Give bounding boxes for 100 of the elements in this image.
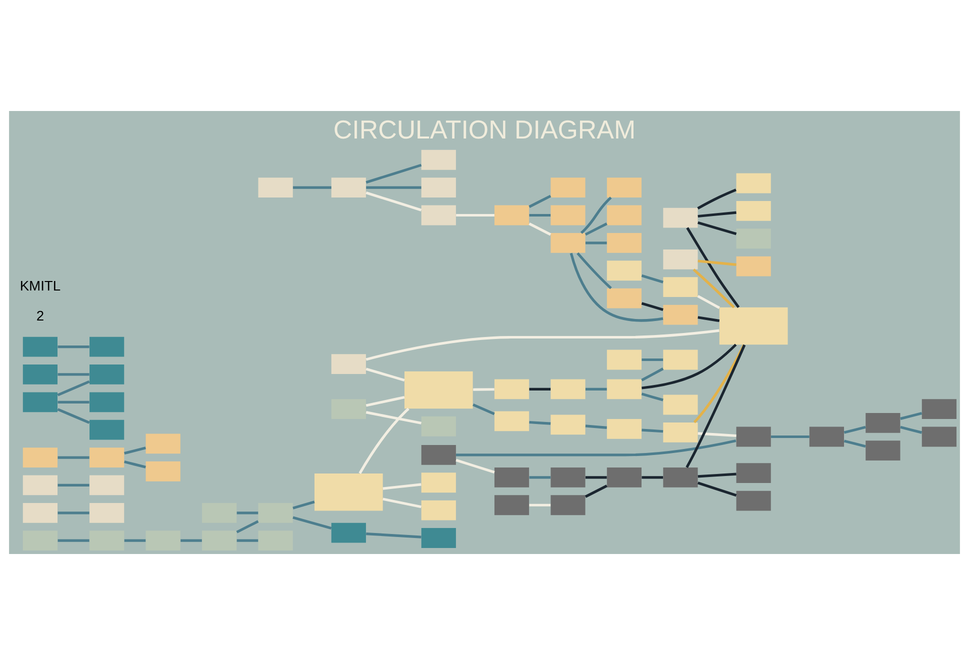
node-box bbox=[866, 412, 900, 432]
node-box bbox=[421, 528, 456, 548]
connector bbox=[584, 222, 608, 236]
connector bbox=[698, 259, 736, 266]
node-box bbox=[421, 472, 456, 492]
node-box bbox=[663, 304, 698, 324]
connector bbox=[641, 367, 664, 381]
connector bbox=[570, 252, 664, 322]
connector bbox=[236, 538, 258, 542]
connector bbox=[528, 222, 552, 236]
connector bbox=[382, 497, 422, 508]
node-box bbox=[258, 177, 293, 198]
node-box bbox=[258, 530, 293, 550]
node-box bbox=[22, 336, 58, 356]
connector bbox=[900, 412, 922, 420]
node-box bbox=[404, 370, 473, 408]
node-box bbox=[606, 418, 642, 438]
node-box bbox=[421, 204, 456, 225]
node-box bbox=[421, 416, 456, 436]
connector bbox=[456, 438, 736, 456]
node-box bbox=[550, 494, 586, 515]
connector bbox=[900, 425, 922, 434]
connector bbox=[641, 274, 664, 283]
node-box bbox=[494, 410, 530, 431]
connector bbox=[58, 483, 90, 486]
node-box bbox=[719, 306, 788, 344]
connector bbox=[697, 294, 720, 308]
node-box bbox=[22, 530, 58, 550]
node-box bbox=[606, 260, 642, 280]
node-box bbox=[606, 177, 642, 198]
node-box bbox=[550, 177, 586, 198]
node-box bbox=[550, 204, 586, 225]
connector bbox=[124, 446, 146, 454]
connector bbox=[698, 481, 737, 496]
node-box bbox=[22, 502, 58, 522]
node-box bbox=[663, 422, 698, 442]
connector bbox=[366, 186, 422, 188]
node-box bbox=[606, 232, 642, 252]
node-box bbox=[809, 426, 844, 446]
connector bbox=[584, 484, 608, 498]
connector bbox=[236, 520, 259, 533]
node-box bbox=[90, 392, 124, 412]
connector bbox=[58, 344, 90, 348]
node-box bbox=[550, 378, 586, 399]
connector bbox=[57, 380, 90, 396]
node-box bbox=[90, 364, 124, 384]
node-box bbox=[736, 490, 771, 510]
connector bbox=[58, 372, 90, 376]
node-box bbox=[736, 256, 771, 276]
connector bbox=[697, 188, 736, 209]
connector bbox=[529, 476, 551, 478]
node-box bbox=[663, 349, 698, 370]
node-box bbox=[550, 414, 586, 434]
node-box bbox=[736, 200, 771, 220]
connector bbox=[692, 268, 735, 308]
node-box bbox=[90, 474, 124, 495]
node-box bbox=[331, 522, 366, 542]
connector bbox=[844, 425, 866, 434]
connector bbox=[366, 367, 405, 381]
node-box bbox=[202, 530, 237, 550]
node-box bbox=[922, 398, 956, 419]
diagram-title: CIRCULATION DIAGRAM bbox=[333, 116, 636, 144]
connector bbox=[642, 358, 664, 361]
node-box bbox=[331, 354, 366, 374]
connector bbox=[586, 387, 607, 390]
connector bbox=[292, 186, 332, 188]
node-box bbox=[736, 228, 771, 248]
connector bbox=[529, 420, 551, 424]
connector bbox=[686, 344, 746, 468]
node-box bbox=[258, 502, 293, 522]
label: 2 bbox=[36, 307, 44, 324]
node-box bbox=[663, 276, 698, 297]
node-box bbox=[606, 349, 642, 370]
connector bbox=[698, 432, 736, 437]
connector bbox=[58, 456, 90, 458]
node-box bbox=[22, 474, 58, 495]
connector bbox=[236, 511, 258, 514]
connector bbox=[124, 538, 146, 542]
node-box bbox=[421, 149, 456, 170]
node-box bbox=[22, 392, 58, 412]
connector bbox=[366, 395, 405, 406]
node-box bbox=[90, 530, 124, 550]
node-box bbox=[922, 426, 956, 446]
connector bbox=[58, 538, 90, 542]
connector bbox=[358, 407, 410, 474]
connector bbox=[580, 196, 612, 234]
node-box bbox=[22, 364, 58, 384]
node-box bbox=[494, 378, 530, 399]
connector bbox=[366, 328, 720, 360]
connector bbox=[366, 191, 422, 211]
connector bbox=[382, 482, 422, 490]
connector bbox=[292, 516, 332, 529]
connector bbox=[586, 476, 607, 478]
connector bbox=[698, 210, 736, 218]
connector bbox=[641, 302, 664, 311]
connector bbox=[642, 343, 737, 389]
node-box bbox=[663, 248, 698, 269]
node-box bbox=[146, 460, 180, 481]
node-box bbox=[736, 172, 771, 193]
node-box bbox=[421, 444, 456, 464]
